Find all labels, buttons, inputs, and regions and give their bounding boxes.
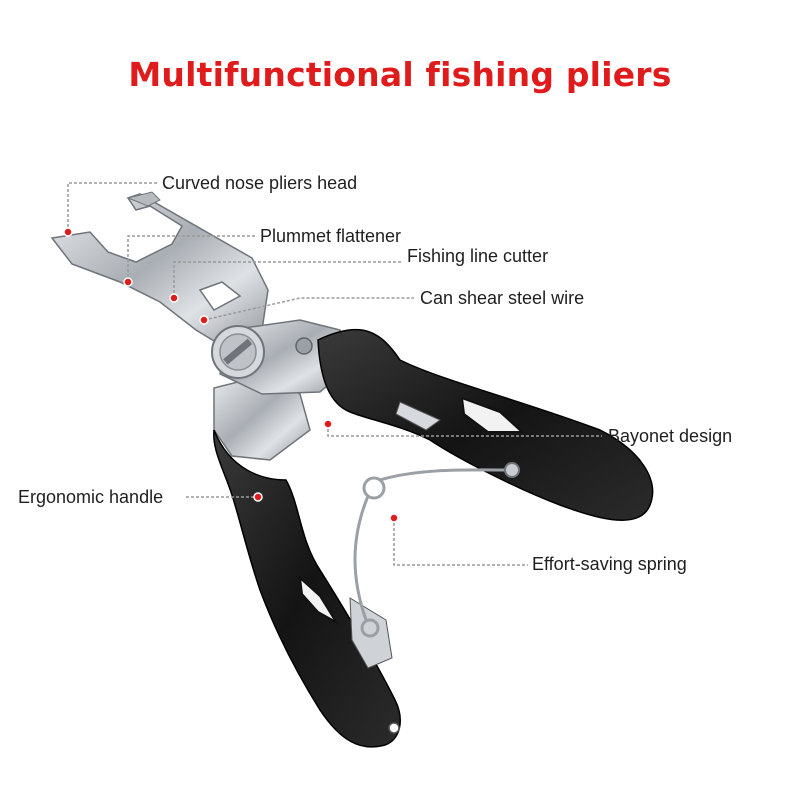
label-ergonomic: Ergonomic handle [18, 487, 164, 507]
marker-spring [389, 513, 399, 523]
leader-lines [67, 182, 602, 566]
label-curved-nose: Curved nose pliers head [162, 173, 358, 193]
leader-line-curved-nose [67, 182, 158, 232]
lower-handle [213, 429, 401, 748]
pliers-head [50, 191, 269, 353]
upper-handle [317, 328, 654, 521]
label-line-cutter: Fishing line cutter [407, 246, 549, 266]
label-plummet: Plummet flattener [260, 226, 402, 246]
marker-line-cutter [169, 293, 179, 303]
leader-line-plummet [127, 235, 256, 282]
label-spring: Effort-saving spring [532, 554, 687, 574]
label-steel-wire: Can shear steel wire [420, 288, 585, 308]
marker-bayonet [323, 419, 333, 429]
spring [353, 462, 520, 638]
marker-ergonomic [253, 492, 263, 502]
leader-line-steel-wire [203, 297, 414, 321]
marker-plummet [123, 277, 133, 287]
page-title: Multifunctional fishing pliers [128, 55, 672, 94]
leader-line-spring [393, 518, 528, 566]
marker-steel-wire [199, 315, 209, 325]
leader-line-line-cutter [173, 261, 402, 298]
pivot-screw [211, 325, 313, 379]
label-bayonet: Bayonet design [608, 426, 733, 446]
markers [63, 227, 399, 523]
leader-line-bayonet [327, 424, 602, 437]
marker-curved-nose [63, 227, 73, 237]
